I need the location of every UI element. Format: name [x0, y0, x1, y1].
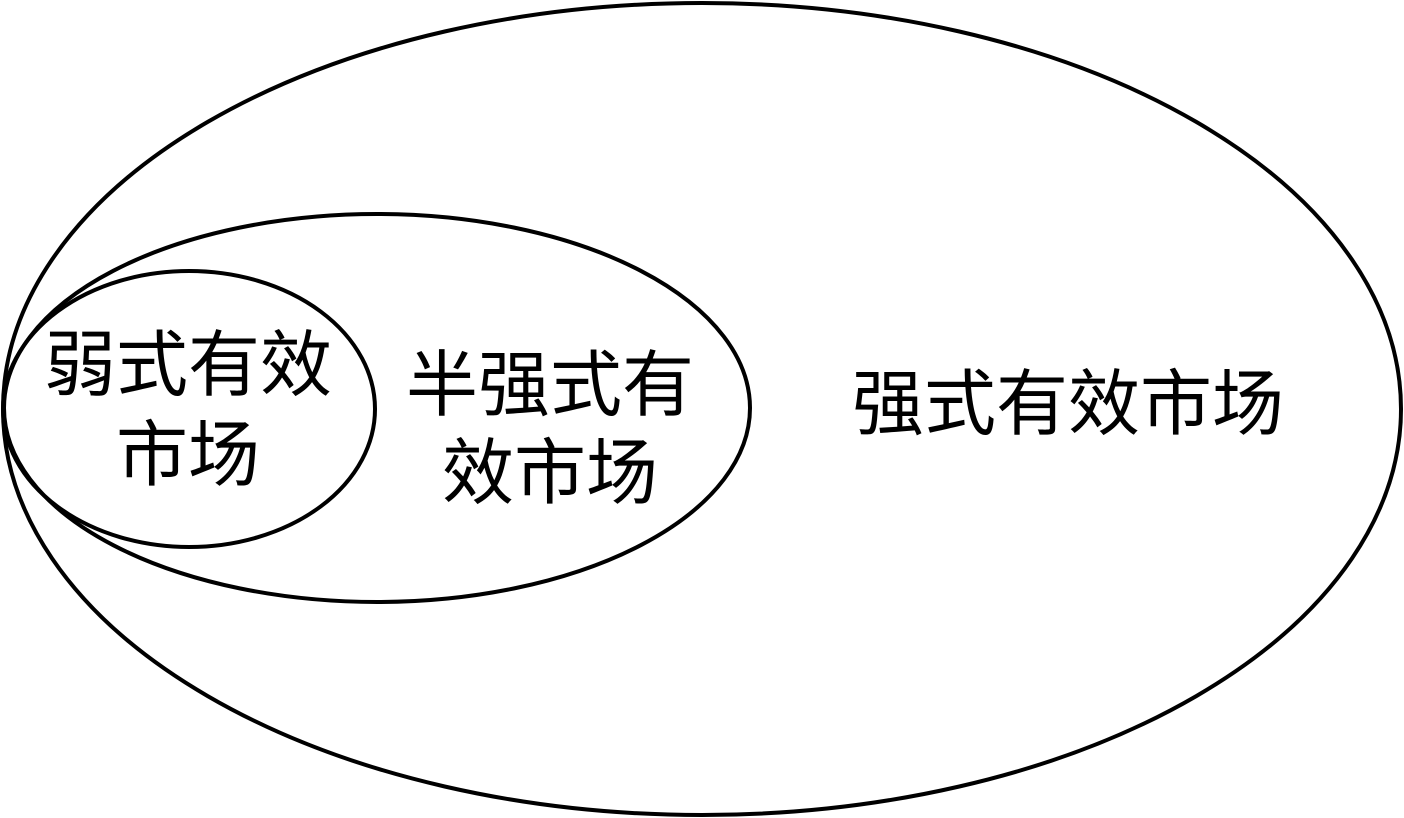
semi-strong-form-label-line1: 半强式有 — [406, 343, 694, 427]
weak-form-label-line1: 弱式有效 — [44, 323, 332, 407]
semi-strong-form-label-line2: 效市场 — [442, 431, 658, 515]
strong-form-label: 强式有效市场 — [852, 362, 1284, 446]
weak-form-label-line2: 市场 — [116, 413, 260, 497]
weak-form-ellipse — [1, 269, 377, 549]
